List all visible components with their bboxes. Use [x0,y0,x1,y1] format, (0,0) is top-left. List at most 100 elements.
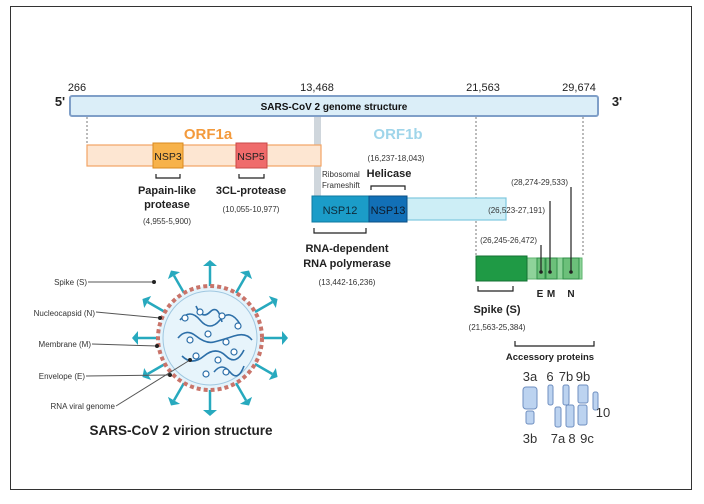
acc-3a-label: 3a [523,369,538,384]
spike-protein-stem [172,382,186,401]
spike-protein-stem [254,300,273,314]
nucleocapsid-beads [181,308,242,378]
spike-protein-head [239,396,253,406]
accessory-title: Accessory proteins [506,352,594,363]
callout-rna-dot [188,358,192,362]
callout-rna-line [115,359,191,407]
m-range: (26,523-27,191) [488,206,545,215]
orf1a-bar [86,144,322,167]
nucleocapsid-bead [230,348,238,356]
helicase-range: (16,237-18,043) [368,154,425,163]
spike-protein-stem [147,362,166,376]
acc-7a-label: 7a [551,431,566,446]
accessory-bracket [514,341,595,347]
callout-membrane-line [91,343,158,347]
nucleocapsid-bead [181,314,189,322]
spike-protein-head [132,331,138,345]
virion-label-envelope: Envelope (E) [39,372,86,381]
orf1a-region: ORF1a NSP3 NSP5 Papain-like protease (4,… [86,126,322,226]
nucleocapsid-bead [222,338,230,346]
nucleocapsid-bead [222,368,230,376]
nsp5-label: NSP5 [237,151,265,163]
e-range: (26,245-26,472) [480,236,537,245]
virion-label-nucleocapsid: Nucleocapsid (N) [34,309,96,318]
acc-7a-shape [554,406,562,428]
position-21563: 21,563 [466,82,500,94]
cl-protease-range: (10,055-10,977) [223,205,280,214]
virion-title: SARS-CoV 2 virion structure [89,423,273,438]
frameshift-label-line2: Frameshift [322,181,361,190]
n-range: (28,274-29,533) [511,178,568,187]
spike-protein-head [239,270,253,280]
acc-3b-label: 3b [523,431,537,446]
spike-protein-head [268,367,278,381]
spike-protein-head [142,367,152,381]
acc-7b-shape [562,384,570,406]
position-29674: 29,674 [562,82,596,94]
spike-protein-stem [254,362,273,376]
orf1b-region: ORF1b (16,237-18,043) Ribosomal Frameshi… [303,126,507,287]
spike-protein-head [203,410,217,416]
nucleocapsid-bead [214,356,222,364]
papain-label-line1: Papain-like [138,185,196,197]
spike-protein-head [142,295,152,309]
acc-3a-shape [522,386,538,410]
nucleocapsid-bead [204,330,212,338]
papain-range: (4,955-5,900) [143,217,191,226]
virion-label-spike: Spike (S) [54,278,87,287]
spike-protein-stem [234,275,248,294]
callout-envelope-dot [168,373,172,377]
papain-label-line2: protease [144,199,190,211]
e-pointer-dot [539,270,543,274]
orf1b-label: ORF1b [373,126,422,143]
virion-interior [162,290,258,386]
rna-strand [177,305,253,377]
figure-frame [10,6,692,490]
orf1a-label: ORF1a [184,126,233,143]
genome-title: SARS-CoV 2 genome structure [261,102,408,113]
virion-spikes [132,260,288,416]
spike-protein-stem [172,275,186,294]
nucleocapsid-bead [186,336,194,344]
nsp5-box [235,142,268,169]
nsp12-box [311,195,370,223]
e-label: E [537,289,544,300]
n-label: N [567,289,574,300]
genome-bar [69,95,599,117]
three-prime-label: 3' [612,94,622,109]
nucleocapsid-bead [202,370,210,378]
callout-nucleocapsid-line [95,311,161,319]
rdrp-label-line2: RNA polymerase [303,258,391,270]
accessory-proteins: Accessory proteins 3a 6 7b 9b 10 3b 7a 8… [506,341,610,446]
cl-protease-label: 3CL-protease [216,185,286,197]
papain-bracket [155,174,181,179]
spike-protein-head [167,396,181,406]
five-prime-label: 5' [55,94,65,109]
nucleocapsid-bead [234,322,242,330]
callout-membrane-dot [155,344,159,348]
nsp3-box [152,142,184,169]
acc-9b-label: 9b [576,369,590,384]
acc-7b-label: 7b [559,369,573,384]
acc-10-shape [592,391,599,411]
callout-spike-dot [152,280,156,284]
nucleocapsid-bead [218,312,226,320]
nucleocapsid-bead [196,308,204,316]
genome-structure: 266 13,468 21,563 29,674 5' 3' SARS-CoV … [55,82,622,255]
acc-8-label: 8 [568,431,575,446]
nsp13-label: NSP13 [371,205,406,217]
virion-label-rna: RNA viral genome [51,402,116,411]
acc-10-label: 10 [596,405,610,420]
nsp12-label: NSP12 [323,205,358,217]
spike-protein-head [167,270,181,280]
rdrp-bracket [313,228,367,234]
position-13468: 13,468 [300,82,334,94]
spike-label: Spike (S) [473,304,520,316]
frameshift-label-line1: Ribosomal [322,170,360,179]
nsp13-box [368,195,408,223]
helicase-bracket [370,185,406,190]
m-pointer-dot [548,270,552,274]
m-label: M [547,289,555,300]
spike-protein-head [282,331,288,345]
